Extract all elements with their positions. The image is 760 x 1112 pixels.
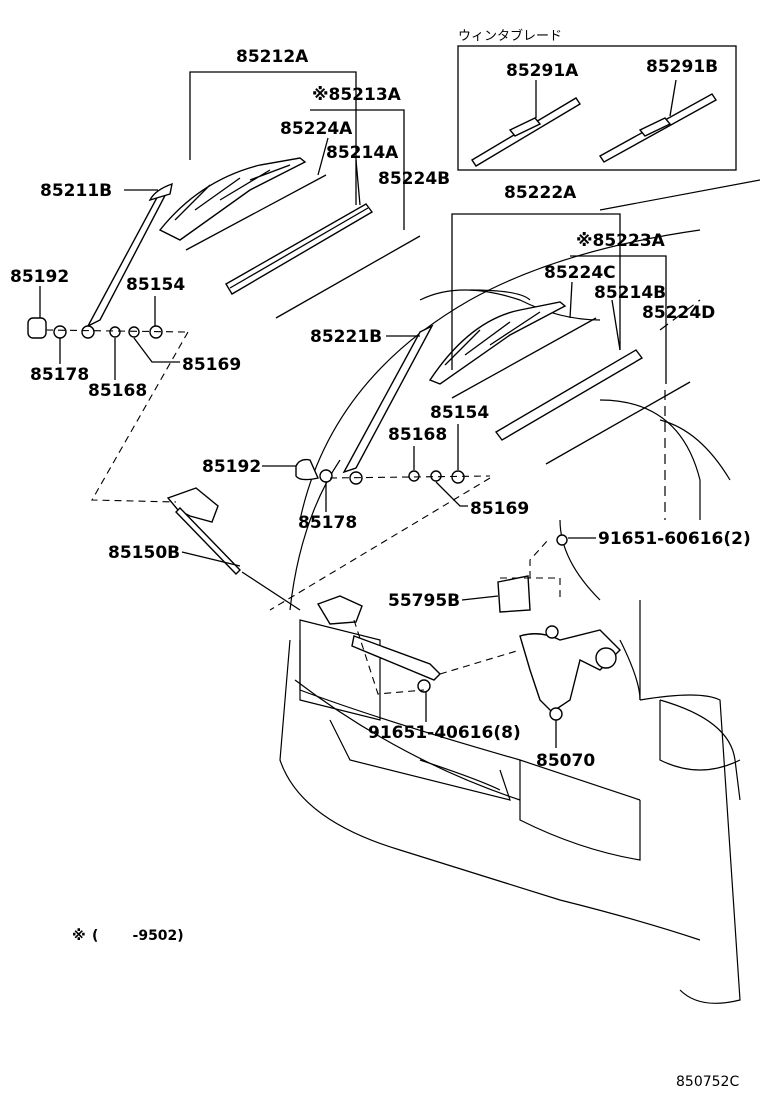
vehicle-body-outline [279,179,760,1004]
label-85221B: 85221B [310,327,382,347]
rear-wiper-arm-assembly [295,301,691,485]
label-85224C: 85224C [544,263,616,283]
label-91651-40616: 91651-40616(8) [368,723,521,743]
label-85169-top: 85169 [182,355,241,375]
winter-blade-box [457,45,737,171]
label-91651-60616: 91651-60616(2) [598,529,751,549]
footnote-text: ( -9502) [92,928,184,944]
label-85154-top: 85154 [126,275,185,295]
label-85291A: 85291A [506,61,579,81]
wiper-linkage-and-motor [91,331,621,721]
label-85291B: 85291B [646,57,718,77]
label-85169-mid: 85169 [470,499,529,519]
label-85212A: 85212A [236,47,309,67]
cap-icon [27,317,47,339]
label-85224B: 85224B [378,169,450,189]
label-85192-mid: 85192 [202,457,261,477]
label-55795B: 55795B [388,591,460,611]
label-85214B: 85214B [594,283,666,303]
label-85223A: ※85223A [576,231,666,251]
label-85070: 85070 [536,751,595,771]
winter-blade-label: ウィンタブレード [458,28,562,44]
part-labels: 85212A ※85213A 85224A 85214A 85224B 8521… [10,28,751,1090]
label-85178-top: 85178 [30,365,89,385]
label-85213A: ※85213A [312,85,402,105]
label-85214A: 85214A [326,143,399,163]
label-85222A: 85222A [504,183,577,203]
label-85178-mid: 85178 [298,513,357,533]
label-85224D: 85224D [642,303,715,323]
label-85168-mid: 85168 [388,425,447,445]
label-85168-top: 85168 [88,381,147,401]
front-wiper-arm-assembly [27,157,421,339]
figure-code: 850752C [676,1074,739,1090]
label-85154-mid: 85154 [430,403,489,423]
label-85211B: 85211B [40,181,112,201]
label-85192-top: 85192 [10,267,69,287]
label-85224A: 85224A [280,119,353,139]
leader-lines [39,71,677,748]
footnote-mark: ※ [72,928,86,944]
label-85150B: 85150B [108,543,180,563]
